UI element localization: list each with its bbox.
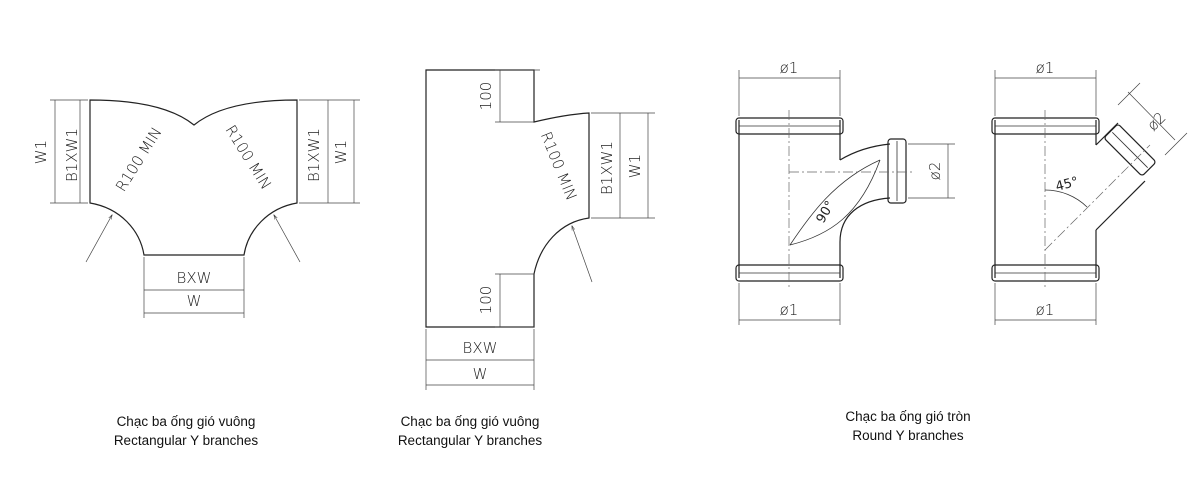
fig1-r100-right: R100 MIN (221, 122, 275, 193)
fig4-angle-45: 45° (1054, 174, 1080, 194)
fig2-w: W (473, 365, 488, 383)
fig3-phi1-top: ø1 (780, 59, 799, 77)
caption-fig3-vi: Chạc ba ống gió tròn (845, 409, 971, 424)
fig4-round-y-45: ø1 ø1 ø2 45° (991, 59, 1188, 325)
fig2-b1xw1: B1XW1 (598, 141, 616, 195)
fig1-w1-right: W1 (332, 140, 350, 164)
caption-fig2-en: Rectangular Y branches (397, 433, 543, 448)
fig3-phi2: ø2 (926, 162, 944, 181)
fig1-b1xw1-left: B1XW1 (63, 128, 81, 182)
fig2-rect-y-branch: 100 100 R100 MIN B1XW1 W1 BXW W (425, 69, 655, 390)
fig2-100-bottom: 100 (477, 286, 495, 315)
fig3-angle-90: 90° (814, 199, 839, 226)
caption-fig1-en: Rectangular Y branches (113, 433, 259, 448)
caption-fig1: Chạc ba ống gió vuông Rectangular Y bran… (96, 412, 276, 450)
caption-fig3: Chạc ba ống gió tròn Round Y branches (818, 407, 998, 445)
fig2-bxw: BXW (463, 339, 498, 357)
fig2-100-top: 100 (477, 82, 495, 111)
fig2-r100: R100 MIN (537, 129, 581, 203)
caption-fig2: Chạc ba ống gió vuông Rectangular Y bran… (380, 412, 560, 450)
fig2-w1: W1 (626, 154, 644, 178)
fig3-phi1-bottom: ø1 (780, 301, 799, 319)
caption-fig1-vi: Chạc ba ống gió vuông (116, 414, 256, 429)
caption-fig2-vi: Chạc ba ống gió vuông (400, 414, 540, 429)
fig3-round-tee-90: ø1 ø1 ø2 90° (735, 59, 955, 325)
fig1-rect-y-branch: W1 B1XW1 B1XW1 W1 R100 MIN R100 MIN BXW … (32, 99, 360, 318)
fig1-b1xw1-right: B1XW1 (305, 128, 323, 182)
fig1-bxw: BXW (177, 269, 212, 287)
fig4-phi1-bottom: ø1 (1036, 301, 1055, 319)
fig1-w: W (187, 292, 202, 310)
fig1-r100-left: R100 MIN (112, 124, 166, 195)
caption-fig3-en: Round Y branches (852, 428, 964, 443)
fig1-w1-left: W1 (32, 140, 50, 164)
fig4-phi1-top: ø1 (1036, 59, 1055, 77)
